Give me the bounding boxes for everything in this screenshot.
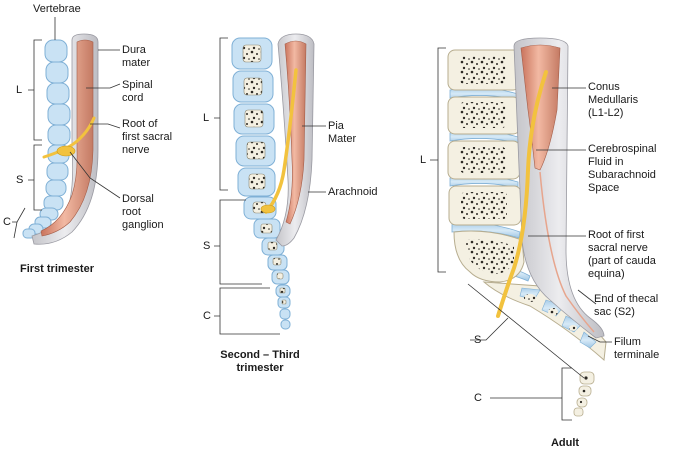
region-sacral-first: S (16, 174, 24, 186)
second-third-trimester-figure (214, 33, 326, 335)
leader-filum (587, 335, 612, 343)
filum-terminale-shape (539, 171, 595, 333)
label-end-thecal-sac: End of thecal sac (S2) (594, 293, 659, 318)
leader-root-first (90, 123, 121, 129)
bracket-lumbar-second (214, 37, 228, 191)
vertebral-column-second (231, 37, 291, 330)
label-root-cauda-equina: Root of first sacral nerve (part of caud… (588, 229, 656, 280)
label-dorsal-root-ganglion: Dorsal root ganglion (122, 193, 164, 231)
label-vertebrae: Vertebrae (33, 3, 81, 15)
bracket-sacral-second (214, 199, 262, 285)
first-trimester-figure (12, 17, 121, 245)
region-lumbar-adult: L (420, 154, 427, 166)
label-spinal-cord: Spinal cord (122, 79, 153, 104)
leader-cord (86, 83, 121, 89)
label-conus-medullaris: Conus Medullaris (L1-L2) (588, 81, 639, 119)
bracket-lumbar-adult (430, 47, 446, 273)
bracket-sacral-first (28, 144, 42, 211)
region-coccygeal-second: C (203, 310, 211, 322)
label-csf: Cerebrospinal Fluid in Subarachnoid Spac… (588, 143, 657, 194)
bracket-sacral-adult (467, 283, 585, 379)
region-sacral-adult: S (474, 334, 482, 346)
bracket-lumbar-first (28, 39, 42, 141)
bracket-coccygeal-first (12, 207, 26, 239)
bracket-coccygeal-adult (490, 367, 572, 421)
first-sacral-root-first (42, 116, 96, 159)
first-sacral-root-second (264, 68, 298, 214)
label-arachnoid: Arachnoid (328, 186, 378, 198)
region-coccygeal-adult: C (474, 392, 482, 404)
spinal-cord-first (40, 39, 94, 237)
region-sacral-second: S (203, 240, 211, 252)
vertebral-column-first (22, 39, 71, 239)
vertebral-column-adult (447, 49, 607, 417)
leader-thecal (577, 289, 597, 305)
caption-first-trimester: First trimester (20, 263, 94, 275)
dorsal-root-ganglion-shape (56, 145, 76, 157)
label-pia-mater: Pia Mater (328, 120, 357, 145)
leader-ganglion (69, 151, 121, 199)
adult-figure (430, 37, 612, 421)
first-sacral-root-adult (496, 70, 548, 318)
caption-adult: Adult (550, 437, 580, 449)
region-lumbar-first: L (16, 84, 23, 96)
bracket-coccygeal-second (214, 287, 280, 335)
region-lumbar-second: L (203, 112, 210, 124)
region-coccygeal-first: C (3, 216, 11, 228)
label-filum-terminale: Filum terminale (614, 336, 660, 361)
label-dura-mater: Dura mater (122, 44, 151, 69)
label-root-first-sacral: Root of first sacral nerve (122, 118, 173, 156)
caption-second-third-trimester: Second – Third trimester (220, 349, 300, 374)
ganglion-second (260, 204, 276, 214)
